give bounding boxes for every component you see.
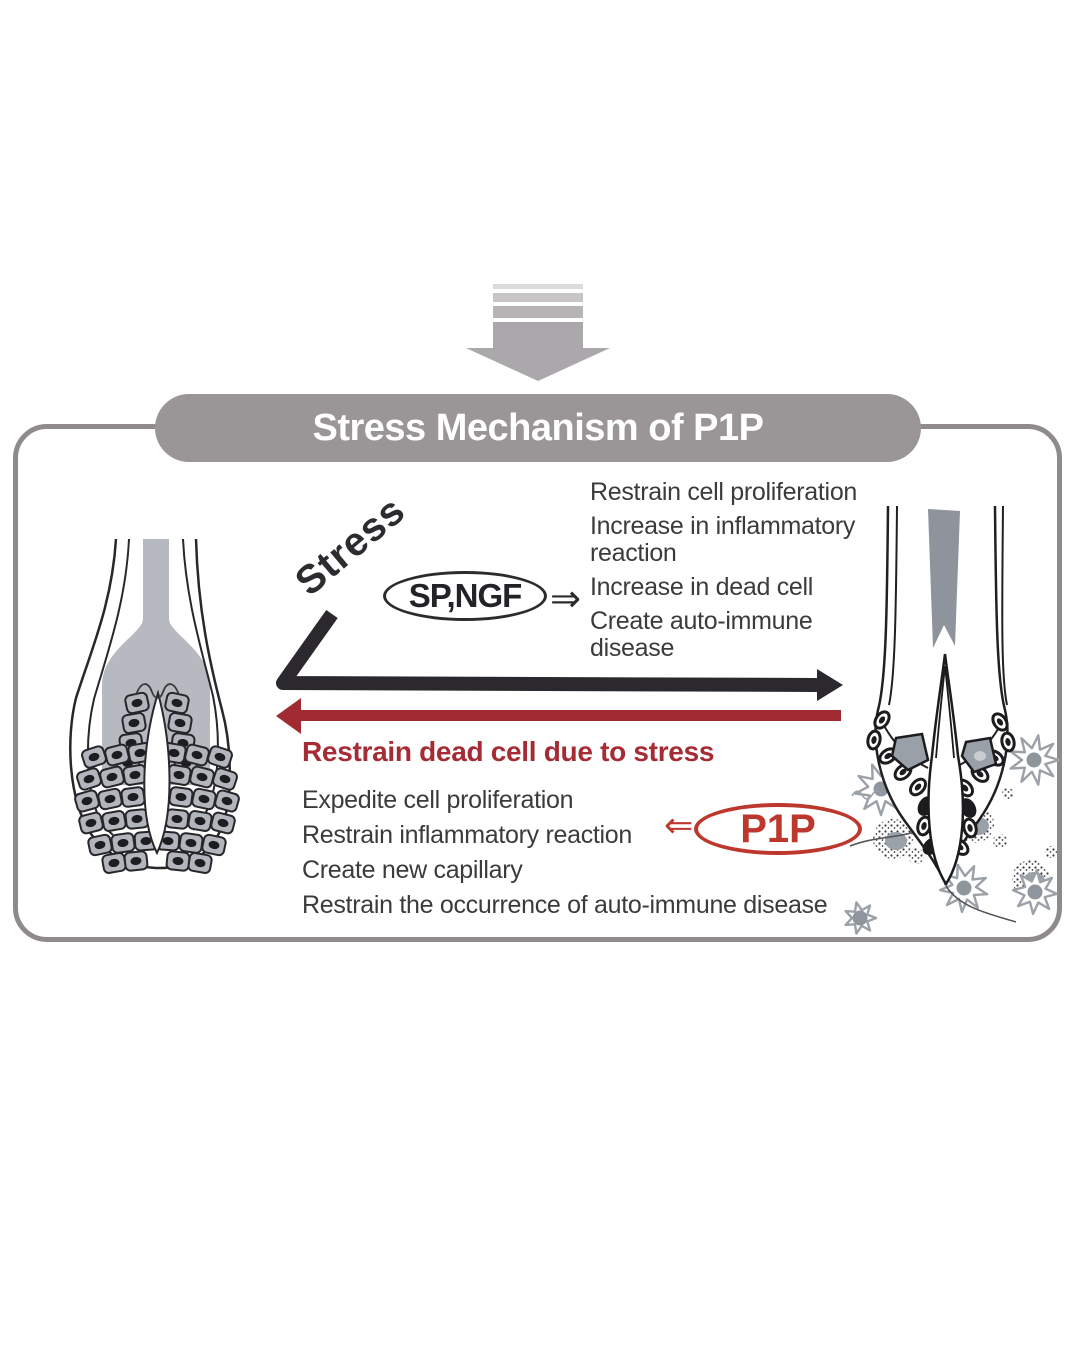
down-arrow-stripe [493, 284, 583, 289]
stress-arrow-head [817, 669, 843, 701]
list-item: Restrain the occurrence of auto-immune d… [302, 891, 828, 919]
down-arrow-stripe [493, 293, 583, 302]
list-item: Expedite cell proliferation [302, 786, 574, 814]
follicle-outline [69, 538, 231, 870]
stressed-hair-follicle-illustration [844, 505, 1061, 935]
list-item: Increase in dead cell [590, 573, 814, 601]
down-arrow-head [466, 348, 610, 381]
down-arrow-stripe [493, 306, 583, 318]
gray-cell-left [890, 732, 930, 772]
recovery-arrow-head [276, 698, 301, 734]
down-arrow-body [493, 322, 583, 348]
title-banner: Stress Mechanism of P1P [155, 394, 921, 462]
follicle-wall-inner-left [888, 505, 898, 706]
double-arrow-left-icon: ⇐ [664, 806, 694, 845]
double-arrow-right-icon: ⇒ [550, 578, 582, 619]
recovery-arrow-shaft [301, 710, 841, 721]
list-item: Restrain inflammatory reaction [302, 821, 633, 849]
cleft-top-squiggle [135, 683, 180, 699]
follicle-wall-inner-right [1001, 505, 1008, 706]
recovery-heading: Restrain dead cell due to stress [302, 736, 715, 767]
papilla-cleft [143, 689, 171, 856]
p1p-label: P1P [740, 806, 816, 851]
gray-cell-nucleus [974, 751, 986, 761]
healthy-hair-follicle-illustration [69, 538, 240, 874]
stress-and-recovery-arrows [276, 609, 843, 734]
list-item: Create auto-immune disease [590, 607, 813, 662]
stress-arrow-shaft [276, 609, 818, 692]
spngf-label: SP,NGF [408, 577, 523, 614]
list-item: Increase in inflammatory reaction [590, 512, 856, 567]
p1p-badge: P1P [694, 803, 862, 855]
inner-root-lines [935, 665, 955, 759]
stress-effects-list: Restrain cell proliferation Increase in … [590, 479, 970, 669]
page-title: Stress Mechanism of P1P [312, 406, 764, 449]
inner-root-teardrop [927, 653, 965, 887]
immune-cells [844, 734, 1061, 935]
hair-shaft [928, 509, 960, 648]
recovery-effects-list: Expedite cell proliferation Restrain inf… [302, 783, 828, 923]
list-item: Create new capillary [302, 856, 523, 884]
list-item: Restrain cell proliferation [590, 478, 858, 506]
matrix-cells [74, 691, 240, 874]
spngf-badge: SP,NGF [383, 571, 547, 621]
